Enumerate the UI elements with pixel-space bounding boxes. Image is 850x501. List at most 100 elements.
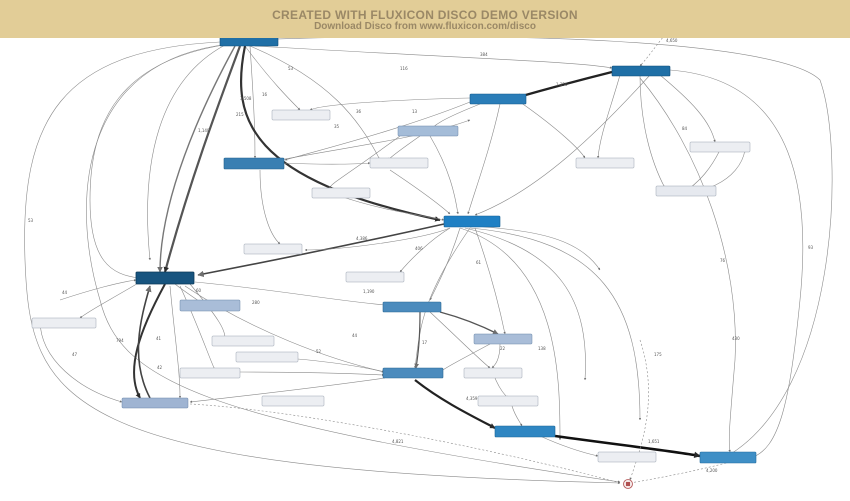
edge[interactable] [163, 45, 242, 273]
edge-label: 406 [415, 246, 423, 251]
edge[interactable] [197, 223, 445, 278]
edge[interactable] [239, 371, 385, 377]
edge[interactable] [429, 311, 491, 369]
edge[interactable] [309, 97, 471, 111]
activity-node[interactable] [243, 243, 303, 255]
activity-node[interactable] [271, 109, 331, 121]
edge[interactable] [79, 281, 141, 319]
activity-node[interactable] [345, 271, 405, 283]
edge[interactable] [279, 162, 371, 165]
edge[interactable] [189, 403, 621, 484]
activity-node[interactable] [473, 333, 533, 345]
edge[interactable] [399, 227, 451, 273]
activity-node[interactable] [689, 141, 751, 153]
edge[interactable] [59, 279, 137, 301]
edge[interactable] [254, 45, 613, 69]
activity-node[interactable] [597, 451, 657, 463]
edge[interactable] [459, 227, 562, 441]
edge[interactable] [494, 377, 509, 399]
edge[interactable] [639, 77, 736, 453]
edge[interactable] [39, 319, 123, 403]
edge[interactable] [519, 101, 586, 159]
edge[interactable] [639, 74, 666, 189]
edge[interactable] [249, 45, 381, 161]
edge[interactable] [464, 227, 587, 381]
edge[interactable] [429, 135, 459, 215]
edge[interactable] [328, 135, 401, 189]
activity-node[interactable] [655, 185, 717, 197]
activity-node[interactable] [31, 317, 97, 329]
activity-node[interactable] [463, 367, 523, 379]
activity-node[interactable] [121, 397, 189, 409]
edge[interactable] [669, 69, 804, 459]
edge[interactable] [189, 283, 227, 339]
edge[interactable] [414, 379, 496, 429]
edge[interactable] [259, 169, 281, 245]
edge[interactable] [389, 169, 451, 215]
edge[interactable] [147, 44, 226, 261]
activity-node-center-low[interactable] [382, 301, 442, 313]
activity-node[interactable] [369, 157, 429, 169]
edge[interactable] [596, 74, 621, 159]
activity-node-payment[interactable] [494, 425, 556, 438]
edge[interactable] [137, 285, 152, 399]
edge[interactable] [629, 461, 731, 484]
edge[interactable] [689, 149, 721, 189]
activity-node[interactable] [477, 395, 539, 407]
edge[interactable] [249, 45, 257, 159]
edge[interactable] [169, 285, 182, 399]
edge[interactable] [179, 285, 216, 371]
edge[interactable] [469, 225, 601, 271]
activity-node[interactable] [311, 187, 371, 199]
edge-label: 17 [422, 340, 428, 345]
edge[interactable] [429, 227, 461, 301]
activity-node[interactable] [179, 367, 241, 379]
edge[interactable] [467, 103, 501, 215]
edge[interactable] [284, 101, 471, 161]
edge[interactable] [474, 74, 651, 216]
edge[interactable] [189, 377, 386, 403]
activity-node-center-bottom[interactable] [382, 367, 444, 379]
activity-node[interactable] [261, 395, 325, 407]
nodes [31, 35, 757, 464]
edge[interactable] [659, 74, 716, 143]
edge[interactable] [339, 195, 445, 221]
edge[interactable] [194, 281, 386, 306]
edge[interactable] [239, 45, 441, 222]
activity-node-hub[interactable] [443, 215, 501, 228]
edge[interactable] [511, 405, 523, 427]
edge[interactable] [133, 283, 166, 399]
activity-node[interactable] [211, 335, 275, 347]
edge[interactable] [244, 45, 301, 111]
activity-node-end-right[interactable] [699, 451, 757, 464]
edge[interactable] [157, 45, 236, 273]
edge[interactable] [539, 435, 599, 457]
edge[interactable] [474, 227, 506, 335]
edge[interactable] [86, 43, 621, 483]
edge[interactable] [414, 227, 471, 369]
edge[interactable] [174, 283, 201, 303]
activity-node[interactable] [235, 351, 299, 363]
activity-node-top-mid[interactable] [469, 93, 527, 105]
activity-node-left-mid[interactable] [223, 157, 285, 170]
activity-node[interactable] [397, 125, 459, 137]
edge-label: 3,508 [240, 96, 252, 101]
edge[interactable] [491, 343, 501, 369]
edge[interactable] [304, 227, 451, 252]
edge-label: 41 [156, 336, 162, 341]
edge-label: 4,359 [466, 396, 478, 401]
edge-label: 60 [196, 288, 202, 293]
edge[interactable] [439, 311, 499, 335]
activity-node-top-right[interactable] [611, 65, 671, 77]
end-marker-icon[interactable] [623, 479, 633, 489]
edge[interactable] [414, 311, 421, 369]
edge[interactable] [24, 41, 621, 485]
activity-node[interactable] [179, 299, 241, 312]
edge[interactable] [89, 43, 231, 279]
activity-node[interactable] [575, 157, 635, 169]
edge[interactable] [629, 339, 649, 481]
edge[interactable] [469, 227, 642, 421]
activity-node-left-hub[interactable] [135, 271, 195, 285]
edge[interactable] [554, 434, 701, 459]
